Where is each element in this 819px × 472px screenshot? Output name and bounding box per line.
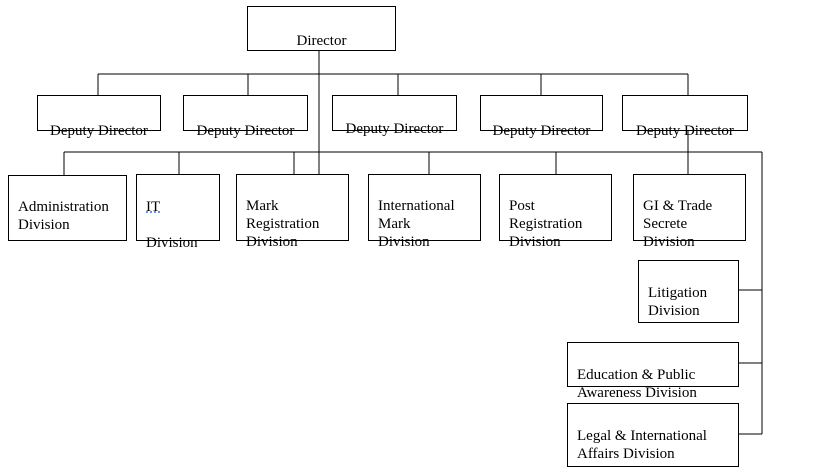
deputy-director-box-3: Deputy Director: [332, 95, 457, 137]
division-label-line-1: IT: [146, 199, 161, 215]
post-registration-division-box: Post Registration Division: [499, 174, 612, 250]
deputy-director-box-5: Deputy Director: [622, 95, 748, 139]
mark-registration-division-box: Mark Registration Division: [236, 174, 349, 250]
division-label: Administration Division: [18, 199, 109, 233]
division-label: Legal & International Affairs Division: [577, 428, 707, 462]
division-label-line-2: Division: [146, 235, 198, 251]
it-division-box: IT Division: [136, 174, 220, 251]
deputy-director-label: Deputy Director: [492, 123, 591, 139]
division-label: Litigation Division: [648, 285, 708, 319]
deputy-director-label: Deputy Director: [196, 123, 295, 139]
division-label: Education & Public Awareness Division: [577, 367, 697, 401]
administration-division-box: Administration Division: [8, 175, 127, 241]
division-label: Post Registration Division: [509, 198, 583, 250]
division-label: GI & Trade Secrete Division: [643, 198, 713, 250]
deputy-director-label: Deputy Director: [636, 123, 734, 139]
division-label: Mark Registration Division: [246, 198, 320, 250]
deputy-director-box-4: Deputy Director: [480, 95, 603, 139]
deputy-director-box-1: Deputy Director: [37, 95, 161, 139]
litigation-division-box: Litigation Division: [638, 260, 739, 323]
international-mark-division-box: International Mark Division: [368, 174, 481, 250]
gi-trade-secrete-division-box: GI & Trade Secrete Division: [633, 174, 746, 250]
education-public-awareness-division-box: Education & Public Awareness Division: [567, 342, 739, 401]
legal-international-affairs-division-box: Legal & International Affairs Division: [567, 403, 739, 467]
director-label: Director: [296, 33, 347, 49]
division-label: International Mark Division: [378, 198, 455, 250]
deputy-director-box-2: Deputy Director: [183, 95, 308, 139]
deputy-director-label: Deputy Director: [50, 123, 148, 139]
director-box: Director: [247, 6, 396, 51]
deputy-director-label: Deputy Director: [345, 121, 444, 137]
